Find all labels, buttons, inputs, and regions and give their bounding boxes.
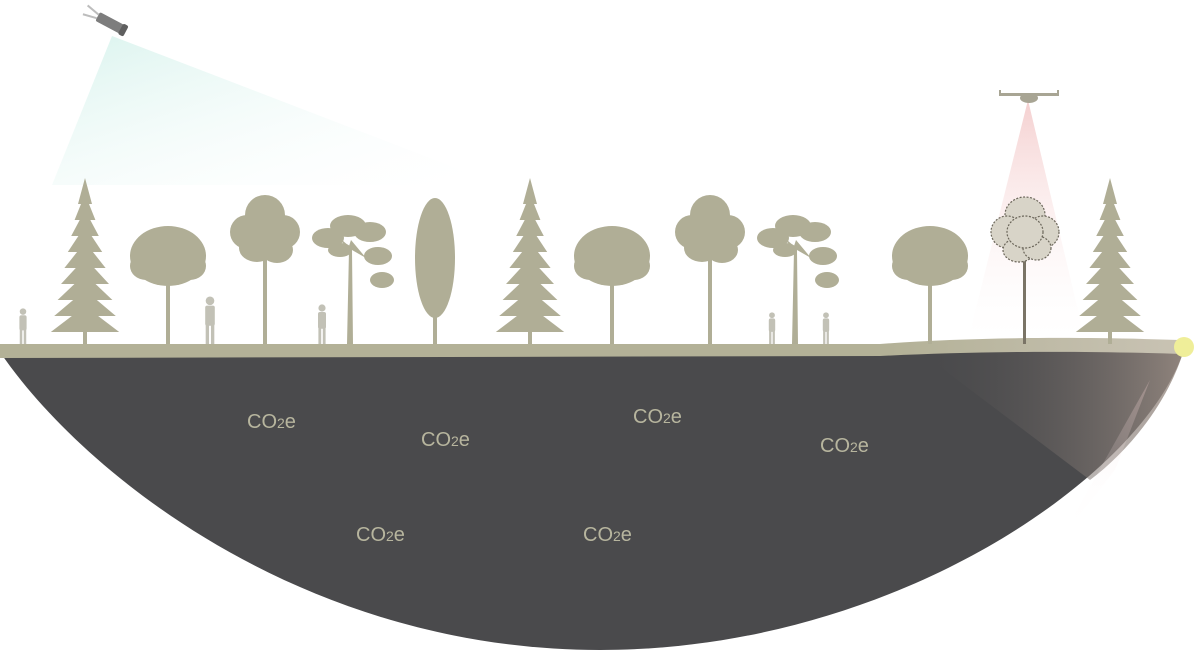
co2e-label: CO2e (356, 524, 405, 546)
person-silhouette-icon (768, 312, 776, 344)
round-tree-icon (892, 226, 968, 344)
columnar-tree-icon (415, 198, 455, 344)
broadleaf-tree-icon (675, 195, 745, 344)
people-group (19, 296, 830, 344)
pine-tree-icon (757, 215, 839, 344)
satellite-beam (52, 36, 500, 185)
broadleaf-tree-icon (230, 195, 300, 344)
person-silhouette-icon (822, 312, 830, 344)
person-silhouette-icon (318, 304, 326, 344)
round-tree-icon (574, 226, 650, 344)
drone-icon (999, 90, 1059, 103)
drone-beam-below (1060, 380, 1150, 540)
soil-cross-section (0, 346, 1185, 650)
conifer-tree-icon (50, 178, 120, 344)
conifer-tree-icon (495, 178, 565, 344)
ground-sensor-dot-icon (1174, 337, 1194, 357)
co2e-label: CO2e (421, 429, 470, 451)
co2e-label: CO2e (820, 435, 869, 457)
pine-tree-icon (312, 215, 394, 344)
co2e-label: CO2e (633, 406, 682, 428)
ground-surface (0, 337, 1185, 358)
conifer-tree-icon (1075, 178, 1145, 344)
co2e-label: CO2e (247, 411, 296, 433)
satellite-icon (82, 4, 129, 37)
person-silhouette-icon (205, 296, 215, 344)
person-silhouette-icon (19, 308, 27, 344)
lidar-scanned-tree-icon (990, 196, 1060, 344)
co2e-label: CO2e (583, 524, 632, 546)
round-tree-icon (130, 226, 206, 344)
tree-row (50, 178, 1145, 344)
